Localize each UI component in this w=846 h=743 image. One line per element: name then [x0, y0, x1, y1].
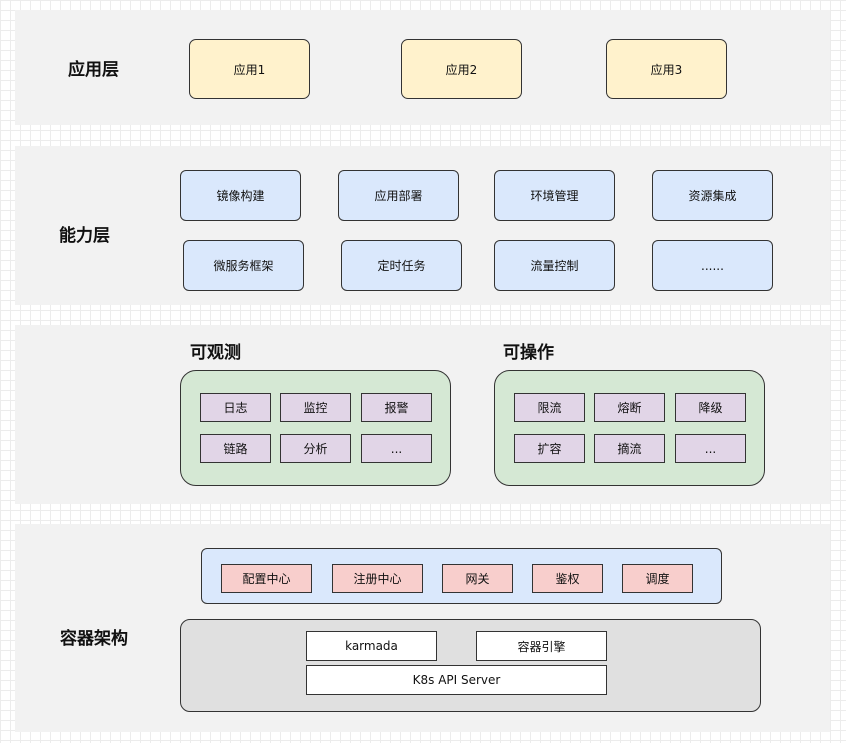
container-layer-title: 容器架构 [60, 629, 128, 649]
observability-log[interactable]: 日志 [200, 393, 271, 422]
operability-traffic-removal[interactable]: 摘流 [594, 434, 665, 463]
operability-scale-out[interactable]: 扩容 [514, 434, 585, 463]
app-box-2[interactable]: 应用2 [401, 39, 522, 99]
app-box-1[interactable]: 应用1 [189, 39, 310, 99]
capability-layer-title: 能力层 [59, 226, 110, 246]
operability-rate-limit[interactable]: 限流 [514, 393, 585, 422]
operability-more[interactable]: ... [675, 434, 746, 463]
operability-degrade[interactable]: 降级 [675, 393, 746, 422]
capability-image-build[interactable]: 镜像构建 [180, 170, 301, 221]
app-layer-title: 应用层 [68, 60, 119, 80]
capability-app-deploy[interactable]: 应用部署 [338, 170, 459, 221]
middleware-scheduler[interactable]: 调度 [622, 564, 693, 593]
observability-more[interactable]: ... [361, 434, 432, 463]
middleware-config-center[interactable]: 配置中心 [221, 564, 312, 593]
capability-scheduled-task[interactable]: 定时任务 [341, 240, 462, 291]
observability-alert[interactable]: 报警 [361, 393, 432, 422]
k8s-api-server-box[interactable]: K8s API Server [306, 665, 607, 695]
operability-circuit-break[interactable]: 熔断 [594, 393, 665, 422]
observability-group [180, 370, 451, 486]
observability-trace[interactable]: 链路 [200, 434, 271, 463]
karmada-box[interactable]: karmada [306, 631, 437, 661]
observability-title: 可观测 [190, 343, 241, 363]
middleware-gateway[interactable]: 网关 [442, 564, 513, 593]
capability-microservice-framework[interactable]: 微服务框架 [183, 240, 304, 291]
capability-env-management[interactable]: 环境管理 [494, 170, 615, 221]
observability-analysis[interactable]: 分析 [280, 434, 351, 463]
operability-title: 可操作 [503, 343, 554, 363]
middleware-auth[interactable]: 鉴权 [532, 564, 603, 593]
capability-more[interactable]: ...... [652, 240, 773, 291]
container-engine-box[interactable]: 容器引擎 [476, 631, 607, 661]
middleware-registry-center[interactable]: 注册中心 [332, 564, 423, 593]
observability-monitor[interactable]: 监控 [280, 393, 351, 422]
operability-group [494, 370, 765, 486]
capability-resource-integration[interactable]: 资源集成 [652, 170, 773, 221]
capability-traffic-control[interactable]: 流量控制 [494, 240, 615, 291]
app-box-3[interactable]: 应用3 [606, 39, 727, 99]
